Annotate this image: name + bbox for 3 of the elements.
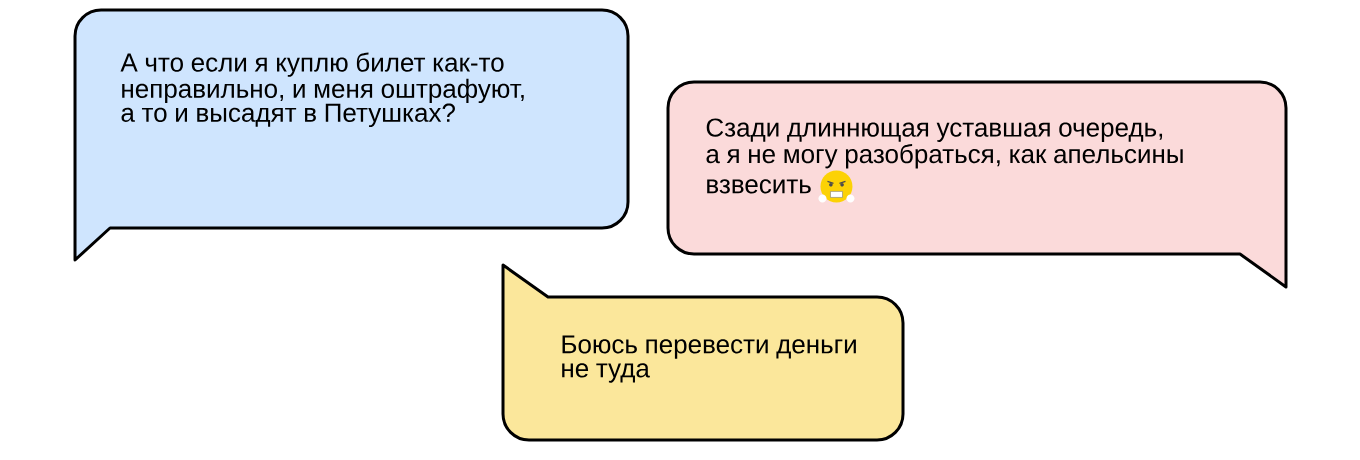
speech-bubble: А что если я куплю билет как-то неправильно, и меня оштрафуют, а то и высадят в Петушках? (73, 8, 630, 262)
speech-bubble: Сзади длиннющая уставшая очередь, а я не могу разобраться, как апельсины взвесить (666, 80, 1288, 289)
speech-bubble: Боюсь перевести деньги не туда (501, 263, 905, 442)
